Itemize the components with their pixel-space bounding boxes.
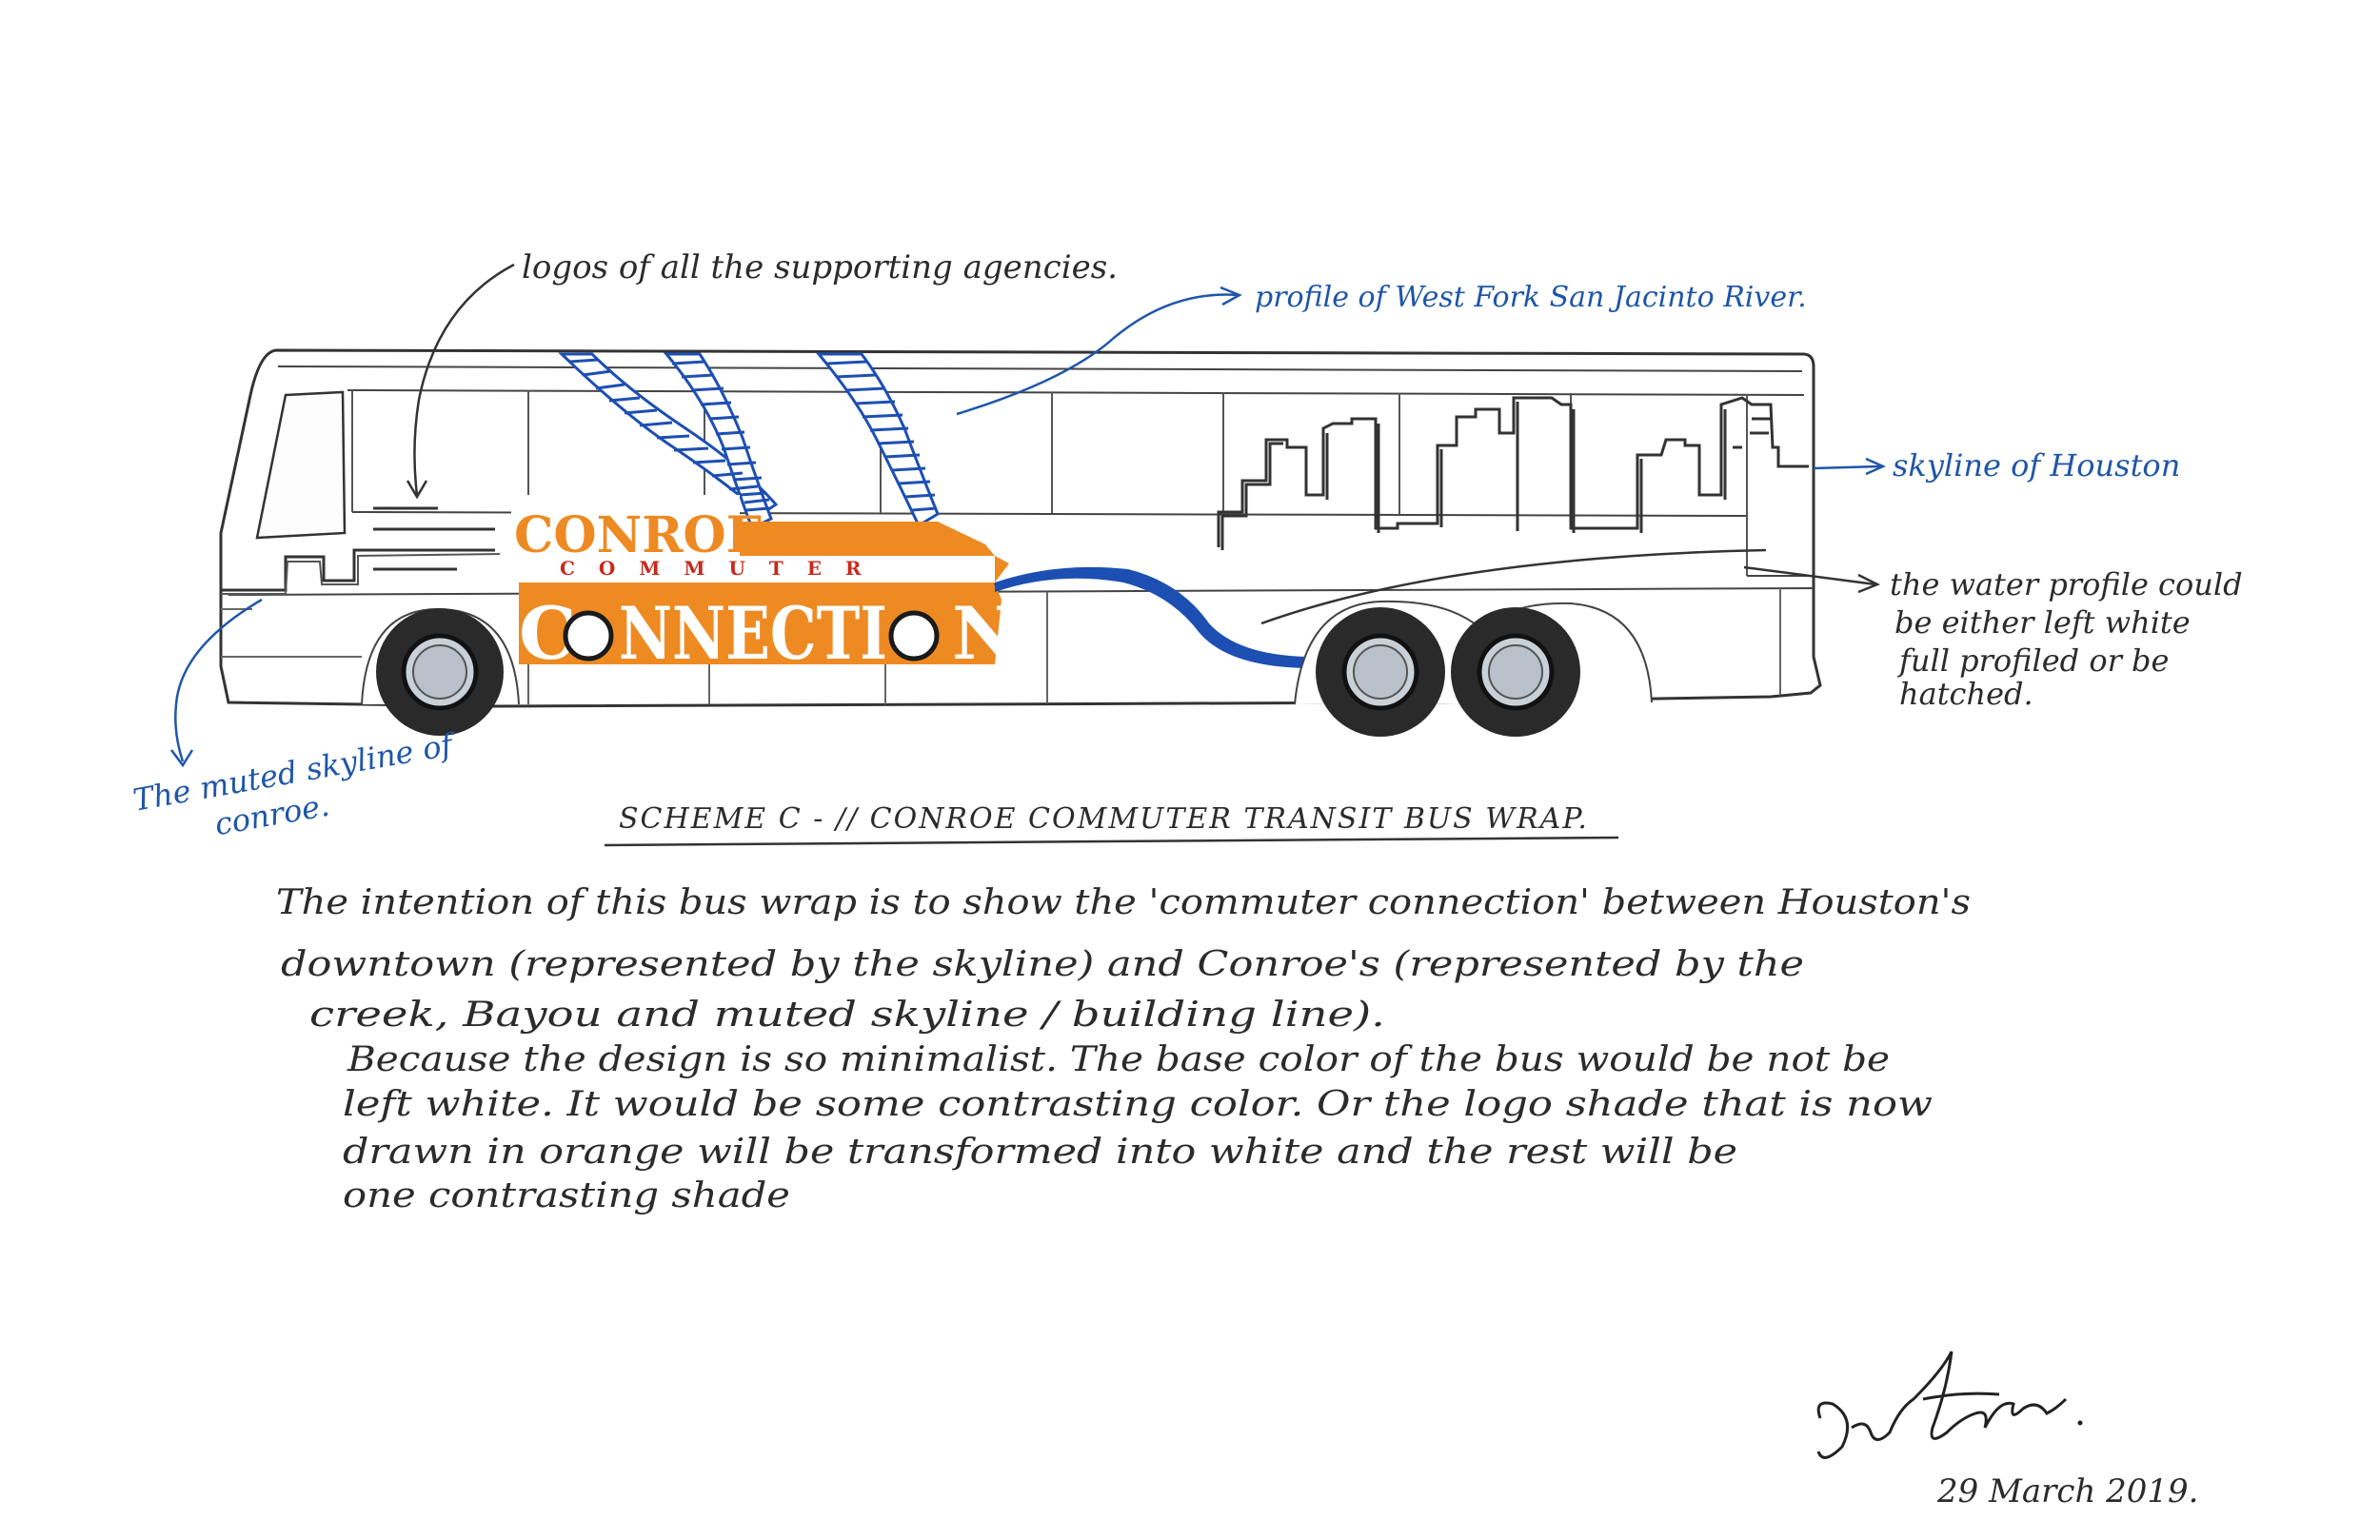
description-line-1: The intention of this bus wrap is to sho… [276,883,1971,922]
description-line-5: left white. It would be some contrasting… [343,1085,1933,1124]
description-line-4: Because the design is so minimalist. The… [347,1040,1890,1079]
muted-skyline-arrow [174,598,263,762]
water-note-line-3: full profiled or be [1897,642,2169,679]
title-underline [604,836,1619,847]
skyline-arrow [1813,464,1881,470]
west-fork-river-profile [558,352,940,531]
description-line-3: creek, Bayou and muted skyline / buildin… [309,996,1385,1035]
water-profile-curve [1260,548,1767,625]
description-line-6: drawn in orange will be transformed into… [343,1133,1737,1172]
annotation-river: profile of West Fork San Jacinto River. [1255,281,1807,314]
water-arrow [1743,565,1876,586]
annotation-muted-skyline: The muted skyline of conroe. [130,725,460,842]
windshield [255,390,347,540]
annotation-arrows [170,263,1887,768]
description-line-2: downtown (represented by the skyline) an… [281,945,1804,984]
river-band-blue [995,566,1306,668]
agency-logo-lines [373,506,495,571]
logo-orange-band [519,582,1002,664]
logos-arrow [413,263,515,496]
conroe-commuter-connection-logo: CONROE C O M M U T E R C NNECTI N [511,495,1018,676]
logo-line-conroe: CONROE [514,506,764,564]
river-hatching [568,358,938,512]
description-line-7: one contrasting shade [343,1176,790,1215]
water-note-line-1: the water profile could [1890,566,2243,602]
bus-wheels [361,600,1653,737]
logo-line-connection-middle: NNECTI [619,591,887,676]
logo-o-left [563,610,614,661]
description-text: The intention of this bus wrap is to sho… [276,883,1971,1215]
water-note-line-4: hatched. [1899,676,2033,712]
logo-o-right [888,610,940,661]
river-arrow [956,293,1239,416]
annotation-skyline: skyline of Houston [1893,447,2180,484]
annotation-logos: logos of all the supporting agencies. [522,248,1118,286]
water-note-line-2: be either left white [1894,604,2191,641]
houston-skyline [1217,396,1809,550]
logo-white-strip [514,556,995,582]
annotation-water-profile: the water profile could be either left w… [1890,566,2243,712]
scheme-title: SCHEME C - // CONROE COMMUTER TRANSIT BU… [619,802,1589,836]
logo-line-connection-n: N [952,591,1018,676]
signature-date: 29 March 2019. [1936,1472,2199,1510]
logo-line-commuter: C O M M U T E R [560,557,870,580]
signature-mark [1816,1351,2068,1459]
window-dividers [351,390,1748,576]
